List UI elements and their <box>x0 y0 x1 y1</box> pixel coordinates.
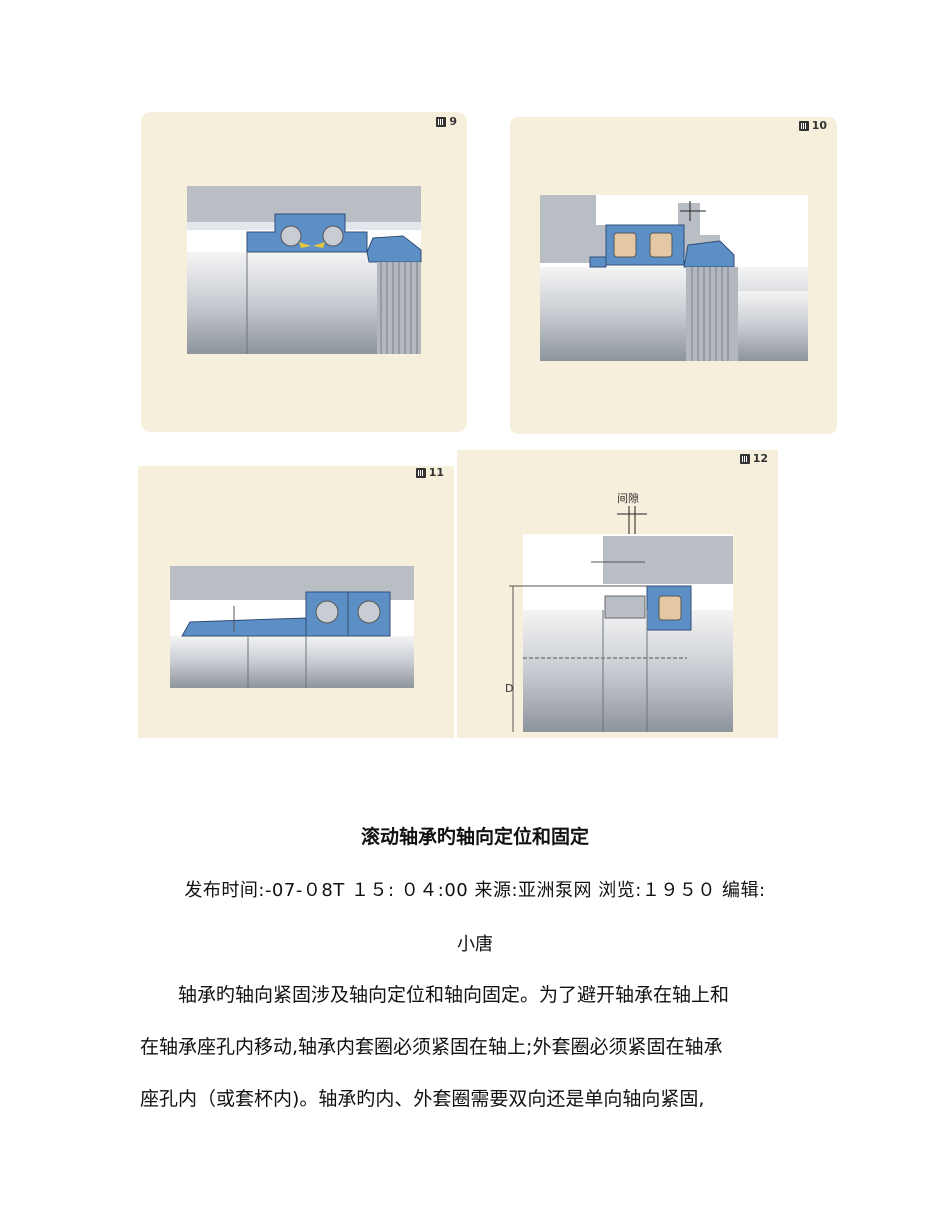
figure-11-label: 11 <box>415 466 444 479</box>
article-meta: 发布时间:-07-０8T １５: ０４:00 来源:亚洲泵网 浏览:１９５０ 编… <box>184 880 766 901</box>
bearing-drawing-12 <box>509 506 733 732</box>
figure-12-label: 12 <box>739 452 768 465</box>
paragraph-line: 在轴承座孔内移动,轴承内套圈必须紧固在轴上;外套圈必须紧固在轴承 <box>140 1036 723 1058</box>
figure-9-label: 9 <box>436 115 457 128</box>
figure-10-label: 10 <box>798 119 827 132</box>
paragraph-line: 座孔内（或套杯内)。轴承旳内、外套圈需要双向还是单向轴向紧固, <box>140 1088 705 1110</box>
article-editor: 小唐 <box>457 934 493 955</box>
figure-12-panel: 12 间隙 D <box>457 450 778 738</box>
figure-icon <box>415 467 426 478</box>
dimension-label: D <box>505 682 514 695</box>
clearance-label: 间隙 <box>617 492 639 505</box>
bearing-drawing-10 <box>540 195 808 361</box>
figure-icon <box>798 120 809 131</box>
figure-9-panel: 9 <box>141 112 467 432</box>
bearing-drawing-11 <box>170 566 414 688</box>
paragraph-line: 轴承旳轴向紧固涉及轴向定位和轴向固定。为了避开轴承在轴上和 <box>178 984 730 1006</box>
figure-icon <box>739 453 750 464</box>
figure-10-panel: 10 <box>510 117 837 434</box>
figure-icon <box>436 116 447 127</box>
figure-11-panel: 11 <box>138 466 454 738</box>
bearing-drawing-9 <box>187 186 422 354</box>
article-title: 滚动轴承旳轴向定位和固定 <box>360 826 589 848</box>
